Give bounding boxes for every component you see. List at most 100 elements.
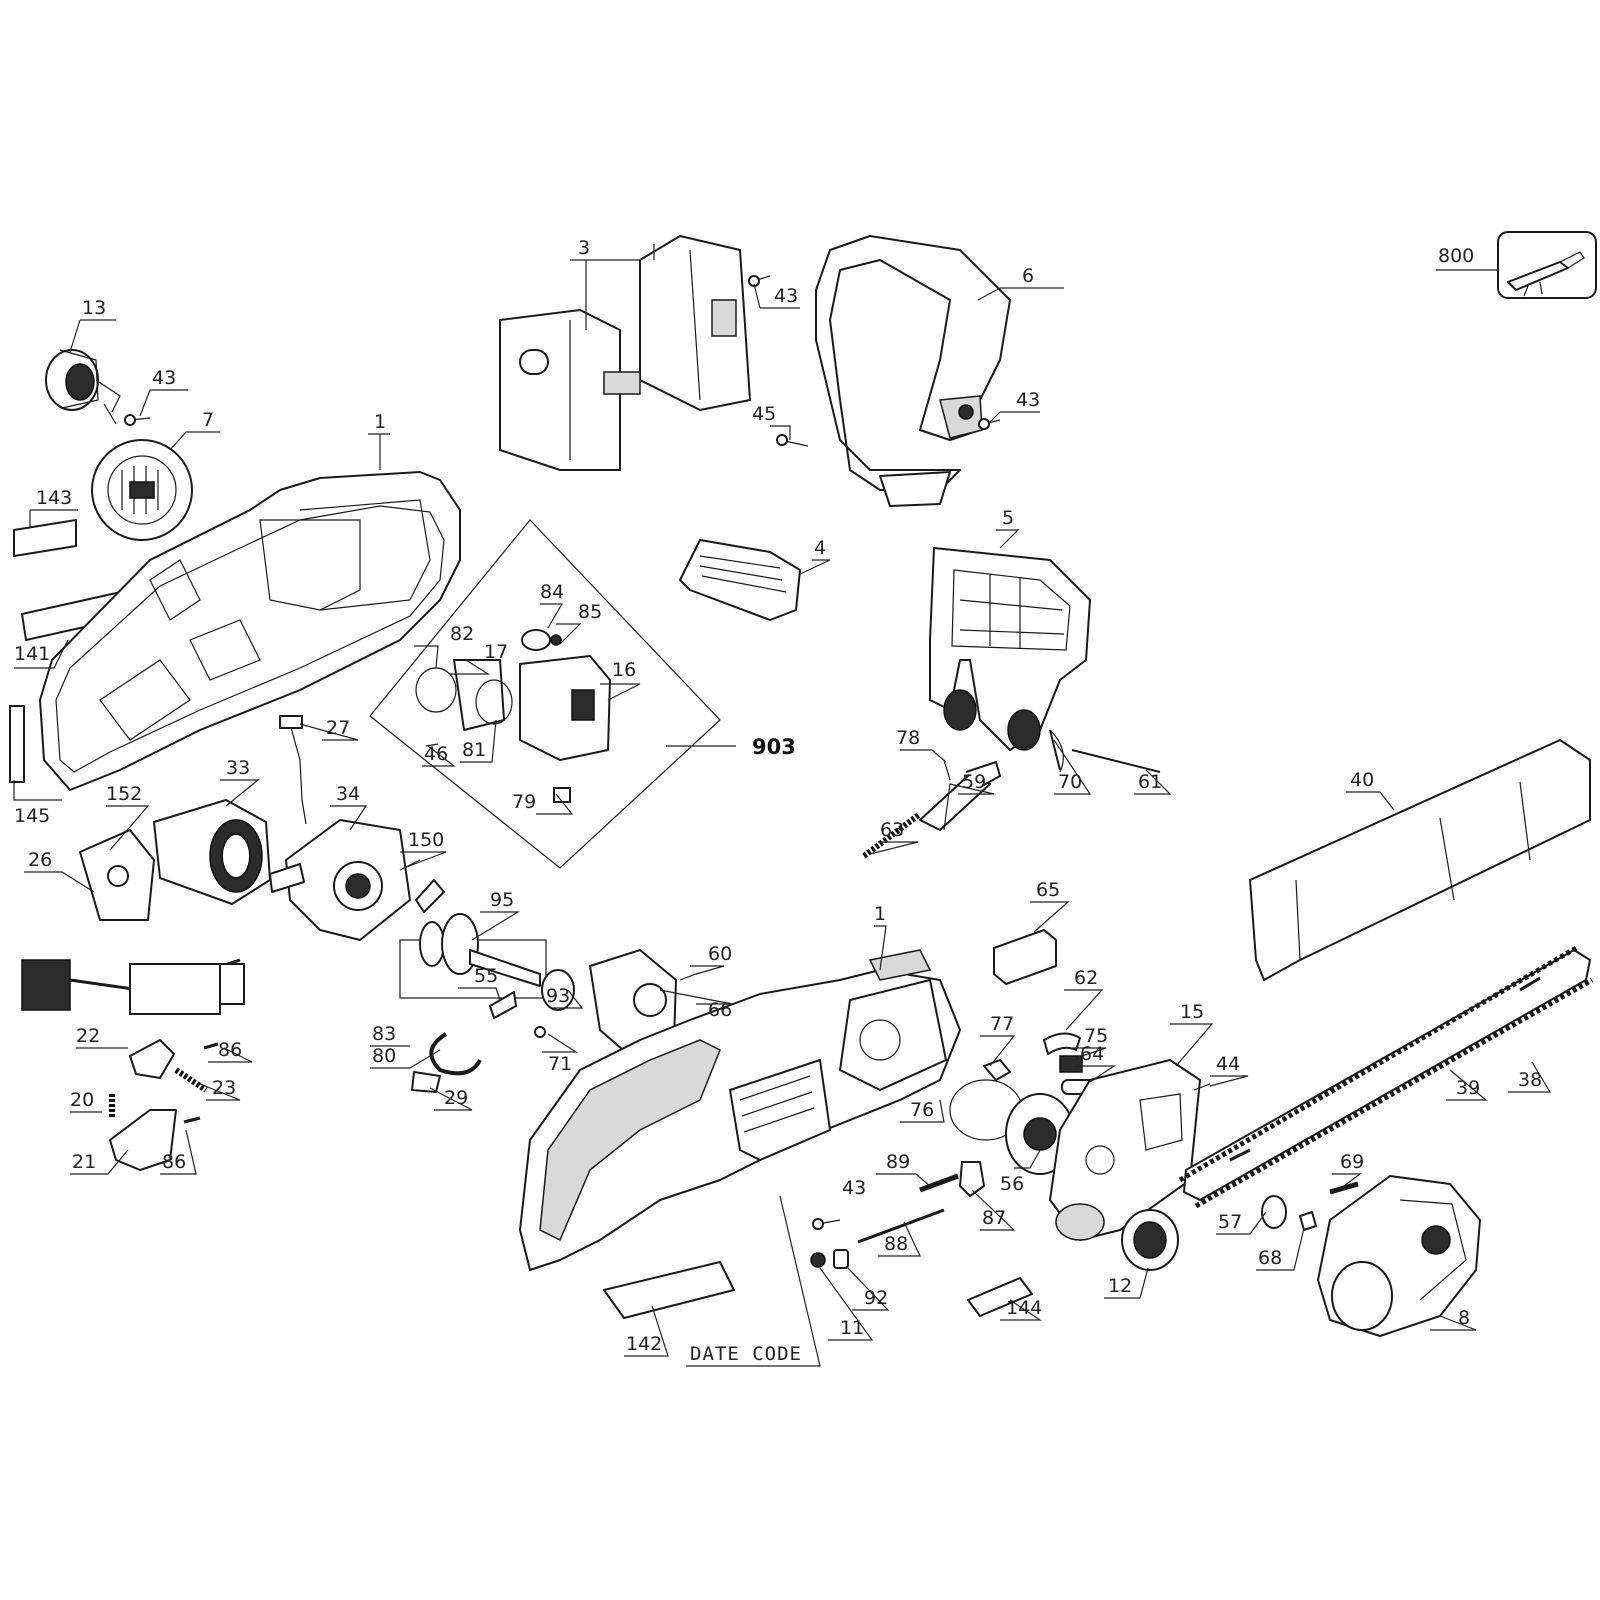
label-40: 40 [1350, 769, 1374, 791]
label-15: 15 [1180, 1001, 1204, 1023]
label-63: 63 [880, 819, 904, 841]
label-93: 93 [546, 985, 570, 1007]
label-77: 77 [990, 1013, 1014, 1035]
label-62: 62 [1074, 967, 1098, 989]
label-903: 903 [752, 735, 796, 759]
label-43-top: 43 [774, 285, 798, 307]
kit-903-parts [415, 629, 611, 803]
label-11: 11 [840, 1317, 864, 1339]
part-11-nut [810, 1252, 826, 1268]
label-17: 17 [484, 641, 508, 663]
label-8: 8 [1458, 1307, 1470, 1329]
label-75: 75 [1084, 1025, 1108, 1047]
label-65: 65 [1036, 879, 1060, 901]
label-80: 80 [372, 1045, 396, 1067]
label-27: 27 [326, 717, 350, 739]
label-21: 21 [72, 1151, 96, 1173]
label-57: 57 [1218, 1211, 1242, 1233]
label-87: 87 [982, 1207, 1006, 1229]
label-55: 55 [474, 965, 498, 987]
part-83-80-tube [429, 1032, 482, 1076]
part-4-cover [679, 539, 801, 621]
part-86-pin-a [203, 1042, 219, 1050]
label-1-left: 1 [374, 411, 386, 433]
label-70: 70 [1058, 771, 1082, 793]
label-82: 82 [450, 623, 474, 645]
part-69-pin [1329, 1181, 1359, 1195]
part-92 [833, 1249, 849, 1269]
label-64: 64 [1080, 1043, 1104, 1065]
part-23-spring [174, 1067, 208, 1093]
label-68: 68 [1258, 1247, 1282, 1269]
part-68-nut [1299, 1211, 1317, 1231]
part-26-switch-assembly [21, 829, 245, 1015]
label-78: 78 [896, 727, 920, 749]
part-7-end-cap [91, 439, 193, 541]
label-7: 7 [202, 409, 214, 431]
part-15-side-plate [1049, 1059, 1201, 1241]
label-83: 83 [372, 1023, 396, 1045]
label-20: 20 [70, 1089, 94, 1111]
label-39: 39 [1456, 1077, 1480, 1099]
part-57-washer [1261, 1195, 1287, 1229]
part-142-label [603, 1261, 735, 1319]
part-65-block [993, 929, 1057, 985]
label-45: 45 [752, 403, 776, 425]
part-27-connector [279, 715, 303, 729]
part-6-handle [815, 235, 1011, 507]
part-labels: 800 3 6 13 43 43 7 43 45 143 1 4 5 84 85… [14, 237, 1542, 1365]
part-1-housing-right [519, 949, 961, 1271]
label-date-code: DATE CODE [690, 1343, 802, 1365]
part-8-sprocket-cover [1317, 1175, 1481, 1337]
label-95: 95 [490, 889, 514, 911]
label-5: 5 [1002, 507, 1014, 529]
label-92: 92 [864, 1287, 888, 1309]
part-86-pin-b [183, 1116, 201, 1124]
part-12-knob [1121, 1209, 1179, 1271]
label-143: 143 [36, 487, 72, 509]
label-69: 69 [1340, 1151, 1364, 1173]
part-89-pin [919, 1173, 959, 1193]
part-55-fitting [489, 991, 517, 1019]
part-33-field [153, 799, 271, 905]
label-59: 59 [962, 771, 986, 793]
label-46: 46 [424, 743, 448, 765]
part-800-kit [1497, 231, 1597, 299]
label-13: 13 [82, 297, 106, 319]
label-86-bottom: 86 [162, 1151, 186, 1173]
label-33: 33 [226, 757, 250, 779]
label-4: 4 [814, 537, 826, 559]
part-38-chain [1178, 945, 1594, 1209]
label-152: 152 [106, 783, 142, 805]
label-81: 81 [462, 739, 486, 761]
part-29-fitting [411, 1071, 441, 1093]
part-40-bar-cover [1249, 739, 1591, 981]
label-79: 79 [512, 791, 536, 813]
label-56: 56 [1000, 1173, 1024, 1195]
label-89: 89 [886, 1151, 910, 1173]
part-3-battery-receiver [499, 235, 751, 471]
screws-43-45 [124, 275, 1001, 1230]
label-26: 26 [28, 849, 52, 871]
label-16: 16 [612, 659, 636, 681]
part-87 [959, 1161, 985, 1197]
label-43-handle: 43 [1016, 389, 1040, 411]
label-23: 23 [212, 1077, 236, 1099]
part-71-oring [534, 1026, 546, 1038]
part-75 [1059, 1055, 1083, 1073]
label-22: 22 [76, 1025, 100, 1047]
part-1-housing-left [39, 471, 461, 791]
label-34: 34 [336, 783, 360, 805]
part-5-guard [929, 547, 1091, 751]
brake-parts [862, 729, 1161, 859]
label-141: 141 [14, 643, 50, 665]
label-142: 142 [626, 1333, 662, 1355]
part-88-rod [857, 1208, 945, 1244]
label-12: 12 [1108, 1275, 1132, 1297]
label-88: 88 [884, 1233, 908, 1255]
part-144-label [967, 1277, 1033, 1317]
part-13-brush-holder [45, 349, 121, 425]
kit-903-frame [369, 519, 721, 869]
